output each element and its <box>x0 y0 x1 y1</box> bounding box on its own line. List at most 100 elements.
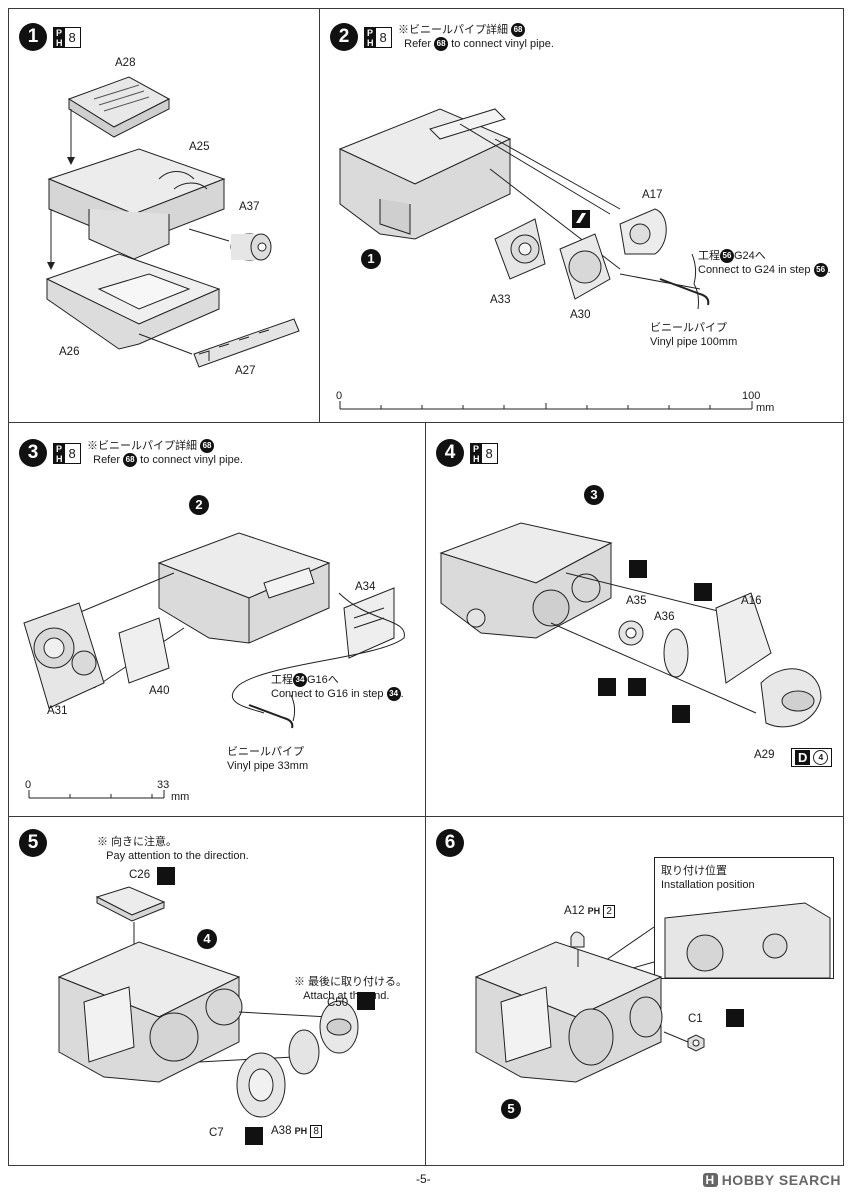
note-ref: 68 <box>200 439 215 454</box>
point-plate <box>288 1029 320 1075</box>
connect-en-step: 56 <box>813 263 828 278</box>
hobby-search-logo: H HOBBY SEARCH <box>702 1172 841 1188</box>
part-a26-label: A26 <box>59 346 80 358</box>
engine-assembly <box>439 522 613 639</box>
engine-assembly <box>57 941 243 1083</box>
step-5-panel: 5 ※ 向きに注意。 Pay attention to the directio… <box>8 816 426 1166</box>
ruler-start: 0 <box>25 779 32 791</box>
part-a17-label: A17 <box>642 189 663 201</box>
paint-icon: PH <box>587 906 601 916</box>
ruler-unit: mm <box>756 402 775 414</box>
connect-en-step: 34 <box>386 687 401 702</box>
step-3-drawing <box>23 532 405 799</box>
note-en-post: to connect vinyl pipe. <box>140 454 243 467</box>
part-a38-label: A38 PH 8 <box>271 1125 322 1138</box>
starter-cover <box>494 218 546 280</box>
part-a28-label: A28 <box>115 57 136 69</box>
part-a33-label: A33 <box>490 294 511 306</box>
decal-letter: D <box>795 750 811 765</box>
gasket-plate <box>118 617 170 684</box>
ruler <box>339 401 753 410</box>
step-1-number: 1 <box>19 23 47 51</box>
pipe-jp: ビニールパイプ <box>227 746 304 758</box>
decal-badge: D 4 <box>791 748 833 767</box>
paint-number: 8 <box>379 30 387 45</box>
step-3-subassembly-ref: 2 <box>189 495 209 515</box>
a12-text: A12 <box>564 905 585 917</box>
pulse-cover <box>619 208 667 255</box>
pipe-jp: ビニールパイプ <box>650 322 727 334</box>
ruler-end: 33 <box>157 779 170 791</box>
engine-assembly <box>338 108 512 240</box>
engine-assembly <box>157 532 331 644</box>
connect-jp-g: G16 <box>307 674 328 686</box>
step-2-drawing <box>338 108 753 410</box>
ruler-unit: mm <box>171 791 190 803</box>
step-6-subassembly-ref: 5 <box>501 1099 521 1119</box>
step-2-note: ※ビニールパイプ詳細 68 Refer 68 to connect vinyl … <box>398 23 554 52</box>
crankcase <box>45 253 221 350</box>
note2-jp: ※ 最後に取り付ける。 <box>294 976 408 988</box>
cylinder-head <box>47 148 226 260</box>
part-a40-label: A40 <box>149 685 170 697</box>
clutch-cover <box>236 1052 286 1118</box>
step-5-number: 5 <box>19 829 47 857</box>
part-c7-label: C7 <box>209 1127 224 1139</box>
side-plate <box>343 587 395 659</box>
connect-jp-step: 34 <box>293 673 307 688</box>
step-1-drawing <box>45 76 300 368</box>
step-5-drawing <box>57 867 375 1145</box>
note-ref: 68 <box>511 23 526 38</box>
note1-jp: ※ 向きに注意。 <box>97 836 178 848</box>
part-a34-label: A34 <box>355 581 376 593</box>
side-rail <box>193 318 300 368</box>
step-2-subassembly-ref: 1 <box>361 249 381 269</box>
step-3-pipe-note: ビニールパイプ Vinyl pipe 33mm <box>227 745 308 773</box>
cylinder-head-cover <box>67 76 171 138</box>
a38-paint: 8 <box>310 1125 322 1138</box>
point-cover <box>319 1000 359 1054</box>
ruler-end: 100 <box>742 390 761 402</box>
step-2-number: 2 <box>330 23 358 51</box>
part-a29-label: A29 <box>754 749 775 761</box>
step-4-drawing <box>439 522 822 728</box>
paint-number: 8 <box>68 30 76 45</box>
connect-jp-step: 56 <box>720 249 734 264</box>
ruler-start: 0 <box>336 390 343 402</box>
logo-text: HOBBY SEARCH <box>721 1172 841 1188</box>
top-plate <box>95 886 166 922</box>
note-en-pre: Refer <box>93 454 121 467</box>
installation-inset: 取り付け位置 Installation position <box>654 857 834 979</box>
connect-en: Connect to G16 in step <box>271 688 384 701</box>
timing-rotor <box>618 620 644 646</box>
wire-clip <box>570 931 585 948</box>
part-a16-label: A16 <box>741 595 762 607</box>
note-ref-2: 68 <box>434 37 449 52</box>
generator-cover <box>559 233 611 300</box>
part-a36-label: A36 <box>654 611 675 623</box>
a38-text: A38 <box>271 1125 292 1137</box>
decal-number: 4 <box>813 750 829 765</box>
clutch-cover <box>23 602 105 709</box>
part-c1-label: C1 <box>688 1013 703 1025</box>
step-4-subassembly-ref: 3 <box>584 485 604 505</box>
engine-side-cover <box>760 668 822 728</box>
cement-icons <box>598 560 712 723</box>
step-3-number: 3 <box>19 439 47 467</box>
connect-jp-suffix: へ <box>327 674 339 686</box>
paint-number: 8 <box>485 446 493 461</box>
step-6-number: 6 <box>436 829 464 857</box>
engine-assembly <box>474 941 663 1083</box>
logo-badge: H <box>702 1173 718 1187</box>
note-ref-2: 68 <box>123 453 138 468</box>
step-3-note: ※ビニールパイプ詳細 68 Refer 68 to connect vinyl … <box>87 439 243 468</box>
